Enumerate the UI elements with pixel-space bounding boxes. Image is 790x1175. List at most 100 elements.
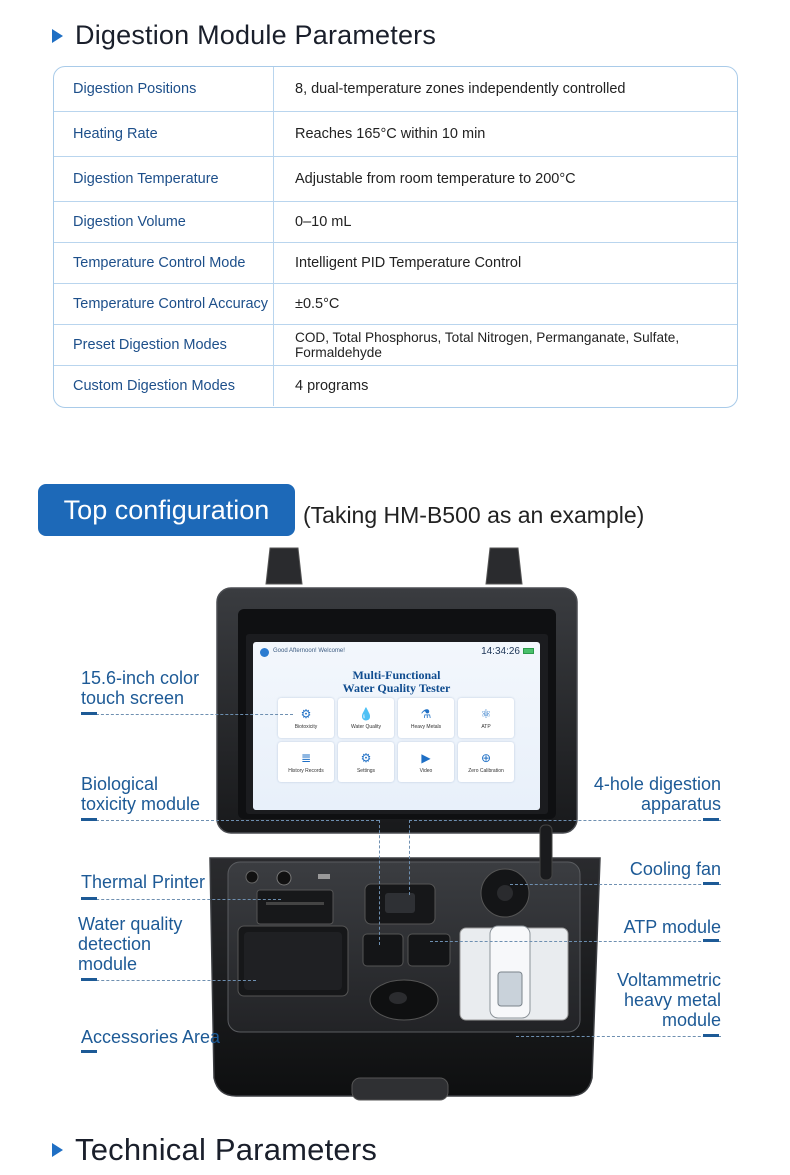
param-name: Digestion Temperature (54, 157, 274, 201)
param-value: Reaches 165°C within 10 min (295, 126, 486, 142)
leader-line (516, 1036, 721, 1037)
param-value: Intelligent PID Temperature Control (295, 255, 522, 271)
param-name: Temperature Control Mode (54, 243, 274, 283)
screen-clock: 14:34:26 (481, 646, 520, 657)
callout-digestion-apparatus: 4-hole digestion apparatus (560, 774, 721, 814)
callout-line: toxicity module (81, 794, 201, 814)
callout-cooling-fan: Cooling fan (629, 859, 721, 879)
leader-line (81, 899, 281, 900)
table-row: Temperature Control Mode Intelligent PID… (54, 243, 737, 284)
tile-heavy-metals[interactable]: ⚗ Heavy Metals (398, 698, 454, 738)
screen-menu-grid: ⚙ Biotoxicity 💧 Water Quality ⚗ Heavy Me… (278, 698, 516, 782)
callout-bio-toxicity: Biological toxicity module (81, 774, 200, 814)
leader-line (81, 980, 256, 981)
section-heading-technical: Technical Parameters (52, 1132, 377, 1168)
callout-tick (81, 978, 97, 981)
callout-line: touch screen (81, 688, 185, 708)
table-row: Preset Digestion Modes COD, Total Phosph… (54, 325, 737, 366)
table-row: Temperature Control Accuracy ±0.5°C (54, 284, 737, 325)
touch-screen-display: Good Afternoon! Welcome! 14:34:26 Multi-… (253, 642, 540, 810)
param-value: 8, dual-temperature zones independently … (295, 81, 626, 97)
tile-label: History Records (288, 767, 324, 774)
leader-line (81, 714, 293, 715)
param-name: Temperature Control Accuracy (54, 284, 274, 324)
table-row: Digestion Volume 0–10 mL (54, 202, 737, 243)
molecule-icon: ⚛ (480, 706, 492, 721)
tile-label: Zero Calibration (468, 767, 504, 774)
callout-line: heavy metal (623, 990, 721, 1010)
param-value: 4 programs (295, 378, 369, 394)
table-row: Digestion Positions 8, dual-temperature … (54, 67, 737, 112)
table-row: Custom Digestion Modes 4 programs (54, 366, 737, 406)
callout-line: Biological (81, 774, 159, 794)
leader-line (409, 820, 721, 821)
tile-zero-calibration[interactable]: ⊕ Zero Calibration (458, 742, 514, 782)
top-configuration-badge: Top configuration (38, 484, 295, 536)
table-row: Heating Rate Reaches 165°C within 10 min (54, 112, 737, 157)
callout-water-quality: Water quality detection module (78, 914, 182, 974)
callout-tick (81, 712, 97, 715)
param-name: Heating Rate (54, 112, 274, 156)
tile-video[interactable]: ▶ Video (398, 742, 454, 782)
flask-icon: ⚗ (420, 706, 432, 721)
screen-title-line1: Multi-Functional (352, 668, 441, 682)
callout-accessories-area: Accessories Area (81, 1027, 221, 1047)
tile-label: Settings (356, 767, 376, 774)
callout-line: Voltammetric (616, 970, 721, 990)
section-heading-digestion: Digestion Module Parameters (52, 20, 436, 51)
callout-line: module (661, 1010, 721, 1030)
callout-line: 4-hole digestion (593, 774, 721, 794)
param-name: Digestion Volume (54, 202, 274, 242)
tile-label: Video (419, 767, 433, 774)
gear-icon: ⚙ (360, 750, 372, 765)
callout-thermal-printer: Thermal Printer (81, 872, 206, 892)
tile-history-records[interactable]: ≣ History Records (278, 742, 334, 782)
model-example-note: (Taking HM-B500 as an example) (303, 502, 645, 528)
param-value: 0–10 mL (295, 214, 352, 230)
tile-label: ATP (481, 723, 491, 730)
digestion-heading-text: Digestion Module Parameters (75, 20, 437, 50)
screen-greeting: Good Afternoon! Welcome! (273, 648, 345, 654)
tile-atp[interactable]: ⚛ ATP (458, 698, 514, 738)
callout-tick (81, 897, 97, 900)
param-name: Digestion Positions (54, 67, 274, 111)
technical-heading-text: Technical Parameters (75, 1132, 378, 1167)
tile-settings[interactable]: ⚙ Settings (338, 742, 394, 782)
leader-line (81, 820, 379, 821)
tile-water-quality[interactable]: 💧 Water Quality (338, 698, 394, 738)
callout-tick (703, 939, 719, 942)
battery-icon (523, 648, 534, 654)
param-value: Adjustable from room temperature to 200°… (295, 171, 576, 187)
callout-voltammetric-module: Voltammetric heavy metal module (580, 970, 721, 1030)
callout-tick (81, 818, 97, 821)
tile-label: Heavy Metals (410, 723, 442, 730)
water-drop-icon: 💧 (358, 706, 374, 721)
callout-tick (703, 1034, 719, 1037)
tile-label: Water Quality (350, 723, 382, 730)
digestion-parameters-table: Digestion Positions 8, dual-temperature … (53, 66, 738, 408)
param-value: COD, Total Phosphorus, Total Nitrogen, P… (295, 330, 680, 360)
triangle-bullet-icon (52, 1143, 63, 1157)
table-row: Digestion Temperature Adjustable from ro… (54, 157, 737, 202)
user-avatar-icon (260, 648, 269, 657)
callout-line: 15.6-inch color (81, 668, 200, 688)
callout-tick (81, 1050, 97, 1053)
screen-title-line2: Water Quality Tester (342, 681, 451, 695)
callout-atp-module: ATP module (623, 917, 721, 937)
video-icon: ▶ (421, 750, 431, 765)
biotoxicity-icon: ⚙ (300, 706, 312, 721)
triangle-bullet-icon (52, 28, 63, 43)
callout-tick (703, 818, 719, 821)
param-name: Custom Digestion Modes (54, 366, 274, 406)
leader-line (510, 884, 721, 885)
callout-tick (703, 882, 719, 885)
tile-biotoxicity[interactable]: ⚙ Biotoxicity (278, 698, 334, 738)
leader-line (409, 820, 410, 895)
callout-line: apparatus (640, 794, 721, 814)
leader-line (430, 941, 721, 942)
callout-line: module (78, 954, 138, 974)
calibration-icon: ⊕ (480, 750, 492, 765)
history-icon: ≣ (300, 750, 312, 765)
param-name: Preset Digestion Modes (54, 325, 274, 365)
callout-line: detection (78, 934, 152, 954)
